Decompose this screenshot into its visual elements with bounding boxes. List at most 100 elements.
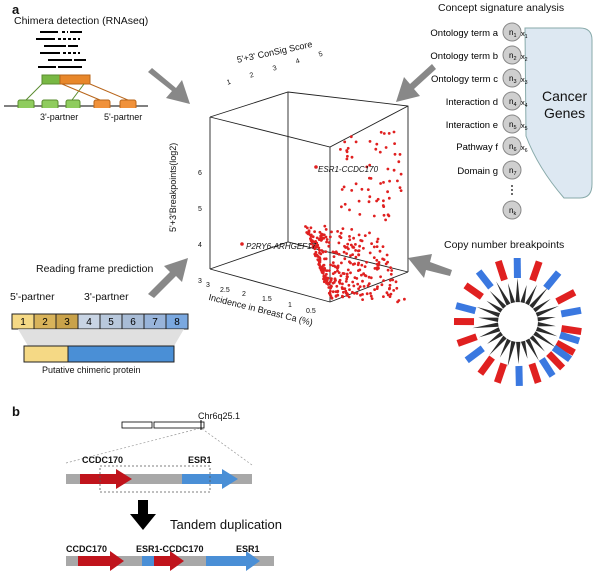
scatter-point <box>343 257 347 261</box>
scatter-point <box>315 236 319 240</box>
scatter-point <box>346 154 349 158</box>
scatter-point <box>322 263 326 267</box>
exon-label: 4 <box>86 317 92 328</box>
scatter-point <box>369 294 373 298</box>
bottom-axis-ticks: 3 2.5 2 1.5 1 0.5 <box>206 282 326 322</box>
scatter-point <box>320 236 323 239</box>
scatter-point <box>320 266 323 269</box>
scatter-point <box>354 249 357 252</box>
breakpoint-wedge <box>537 316 556 322</box>
scatter-point <box>313 240 317 244</box>
node-label: nk <box>509 206 516 217</box>
overlap-label: x2 <box>521 52 528 63</box>
breakpoint-wedge <box>529 287 549 309</box>
scatter-point <box>361 279 364 283</box>
scatter-point <box>324 277 327 280</box>
scatter-point <box>399 189 403 192</box>
scatter-point <box>352 291 356 295</box>
bottom-tick: 3 <box>206 282 210 289</box>
copy-number-bar <box>456 333 478 347</box>
scatter-point <box>328 235 332 239</box>
scatter-point <box>309 234 313 238</box>
scatter-point <box>321 250 325 254</box>
panel-b-diagram <box>65 420 274 571</box>
bottom-tick: 2.5 <box>220 287 230 294</box>
node-label: n5 <box>509 120 517 131</box>
scatter-point <box>312 244 315 247</box>
scatter-point <box>350 189 354 192</box>
scatter-point <box>353 276 357 279</box>
scatter-point <box>357 269 360 272</box>
breakpoint-wedge <box>525 338 539 361</box>
copy-number-bar <box>455 302 477 315</box>
scatter-point <box>329 286 332 290</box>
scatter-point <box>327 241 331 244</box>
scatter-point <box>327 244 331 248</box>
scatter-point <box>389 266 392 269</box>
scatter-point <box>341 227 345 231</box>
scatter-point <box>351 253 354 256</box>
scatter-point <box>368 140 372 143</box>
scatter-point <box>367 275 371 279</box>
scatter-point <box>352 236 355 240</box>
breakpoint-wedge <box>537 322 556 327</box>
scatter-point <box>372 256 376 259</box>
scatter-point <box>348 260 351 264</box>
copy-number-bar <box>538 357 556 378</box>
scatter-point <box>349 243 353 247</box>
concept-term: Ontology term b <box>430 51 498 62</box>
scatter-point <box>331 261 335 264</box>
node-label: n1 <box>509 28 517 39</box>
scatter-point <box>326 276 330 280</box>
copy-number-bar <box>495 260 508 282</box>
scatter-point <box>331 250 335 254</box>
scatter-point <box>324 235 328 239</box>
scatter-point <box>338 235 342 238</box>
scatter-point <box>351 280 355 284</box>
breakpoint-wedge <box>533 331 557 348</box>
concept-term: Pathway f <box>456 142 498 153</box>
scatter-point <box>368 231 371 235</box>
scatter-point <box>397 160 401 164</box>
scatter-point <box>368 195 372 199</box>
scatter-point <box>370 242 373 246</box>
breakpoint-wedge <box>516 341 521 364</box>
scatter-point <box>304 225 307 228</box>
scatter-point <box>334 295 338 298</box>
scatter-point <box>332 281 336 284</box>
scatter-point <box>323 224 327 228</box>
exon-label: 2 <box>42 317 48 328</box>
rf-3p-label: 3'-partner <box>84 291 129 303</box>
scatter-point <box>368 251 372 255</box>
scatter-point <box>340 205 343 209</box>
concept-term: Ontology term a <box>430 28 498 39</box>
esr1-arrow <box>222 469 238 489</box>
copy-number-bar <box>529 260 543 282</box>
scatter-point <box>347 247 350 251</box>
scatter-point <box>389 272 393 276</box>
breakpoint-wedge <box>496 281 511 306</box>
scatter-point <box>325 279 329 283</box>
scatter-point <box>355 292 359 295</box>
scatter-point <box>348 235 351 238</box>
scatter-point <box>317 262 321 266</box>
scatter-point <box>382 279 385 282</box>
breakpoint-wedge <box>532 298 551 313</box>
label-esr1-ccdc170: ESR1-CCDC170 <box>318 165 379 174</box>
scatter-point <box>341 287 344 290</box>
scatter-point <box>351 263 355 266</box>
scatter-point <box>329 284 333 288</box>
scatter-point <box>357 287 360 291</box>
scatter-point <box>316 258 320 261</box>
scatter-point <box>309 242 313 246</box>
scatter-point <box>317 238 321 242</box>
scatter-point <box>332 255 336 258</box>
chimera-5p-label: 5'-partner <box>104 112 143 122</box>
scatter-point <box>335 284 339 288</box>
breakpoint-wedge <box>478 317 499 322</box>
exon-label: 8 <box>174 317 180 328</box>
scatter-point <box>307 229 311 233</box>
scatter-point <box>372 245 376 249</box>
node-label: n3 <box>509 74 517 85</box>
top-tick: 5 <box>317 50 324 59</box>
